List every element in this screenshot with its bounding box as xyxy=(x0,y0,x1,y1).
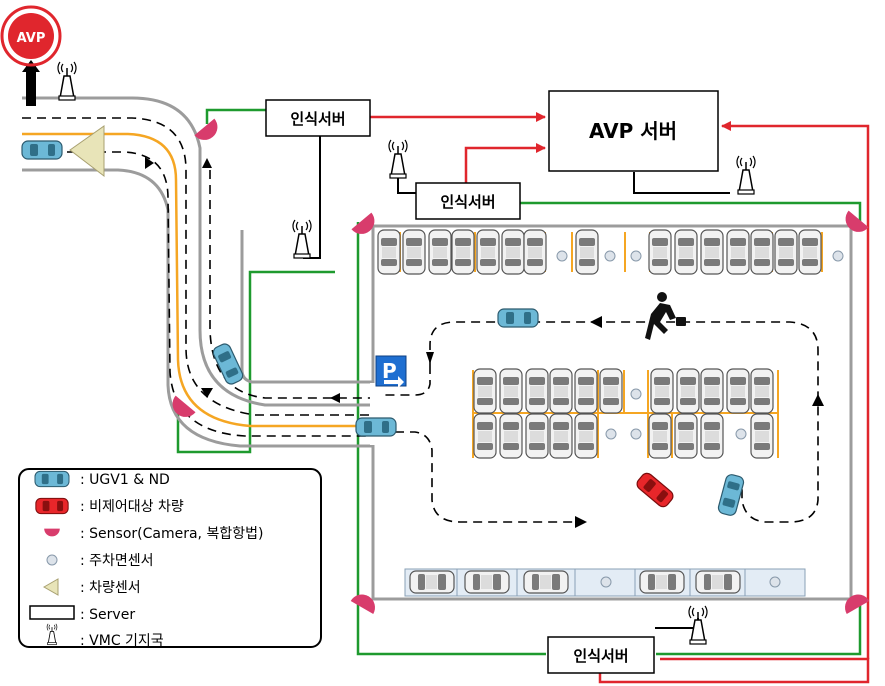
legend-item-ugv: : UGV1 & ND xyxy=(80,472,170,488)
recognition-server-top-mid-label: 인식서버 xyxy=(440,193,495,211)
legend: : UGV1 & ND : 비제어대상 차량 : Sensor(Camera, … xyxy=(18,468,322,649)
curved-road xyxy=(22,96,372,448)
vehicle-sensor-icon xyxy=(42,578,59,596)
recognition-server-bottom: 인식서버 xyxy=(547,636,655,674)
top-parking-row xyxy=(377,229,844,275)
ugv-vehicles xyxy=(21,140,746,518)
recognition-server-top-left: 인식서버 xyxy=(265,99,371,137)
loop-arrows xyxy=(426,316,824,528)
legend-item-server: : Server xyxy=(80,607,135,623)
avp-server-label: AVP 서버 xyxy=(589,119,677,143)
avp-badge-label: AVP xyxy=(17,31,46,46)
parking-sign-icon: P xyxy=(375,355,407,388)
avp-server: AVP 서버 xyxy=(548,90,719,172)
legend-item-vehicle-sensor: : 차량센서 xyxy=(80,580,141,596)
vehicle-sensor-cone xyxy=(69,125,105,178)
legend-item-parking-sensor: : 주차면센서 xyxy=(80,553,154,569)
legend-item-sensor: : Sensor(Camera, 복합항법) xyxy=(80,526,263,542)
recognition-server-top-left-label: 인식서버 xyxy=(290,110,345,128)
avp-badge: AVP xyxy=(0,5,62,106)
uncontrolled-vehicle xyxy=(634,470,676,510)
parking-lot-entrance-gap xyxy=(370,383,378,445)
bottom-parking-row xyxy=(404,568,806,597)
legend-item-vmc: : VMC 기지국 xyxy=(80,633,164,649)
server-box-icon xyxy=(29,605,75,620)
legend-item-uncontrolled-vehicle: : 비제어대상 차량 xyxy=(80,499,184,515)
green-wired-links xyxy=(176,108,862,656)
pedestrian-icon xyxy=(645,292,686,340)
road-direction-arrows xyxy=(145,157,340,403)
parking-loop-path xyxy=(380,321,819,523)
red-data-links xyxy=(370,112,870,684)
parking-sensor-icon xyxy=(46,554,58,566)
svg-text:P: P xyxy=(382,359,397,383)
recognition-server-top-mid: 인식서버 xyxy=(415,182,521,220)
red-car-icon xyxy=(35,497,69,515)
recognition-server-bottom-label: 인식서버 xyxy=(573,647,628,665)
blue-car-icon xyxy=(34,470,70,488)
center-parking-block xyxy=(472,368,779,459)
